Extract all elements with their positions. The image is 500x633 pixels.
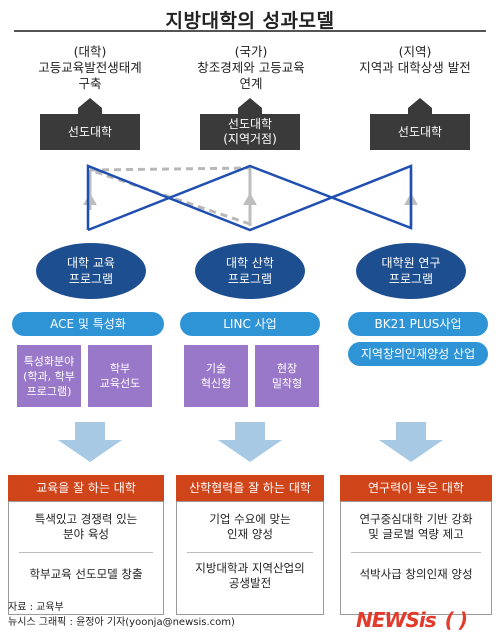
project-pill-bk21: BK21 PLUS사업 [348,312,488,336]
result-item: 학부교육 선도모델 창출 [9,553,163,582]
result-body: 연구중심대학 기반 강화 및 글로벌 역량 제고 석박사급 창의인재 양성 [340,501,492,615]
sub-box-field-close: 현장 밀착형 [255,345,319,407]
result-divider [351,552,481,553]
result-line: 석박사급 창의인재 양성 [359,567,473,581]
roof-shape [78,98,102,108]
roof-block [408,108,432,114]
sub-box-undergrad: 학부 교육선도 [88,345,152,407]
blue-connector [86,164,413,232]
sub-box-line: 현장 [276,362,298,375]
credit-text: 뉴시스 그래픽 : 윤정아 기자(yoonja@newsis.com) [8,617,235,628]
newsis-logo: NEWSis ( ) [356,608,468,632]
result-card-research: 연구력이 높은 대학 연구중심대학 기반 강화 및 글로벌 역량 제고 석박사급… [340,475,492,615]
project-pill-linc: LINC 사업 [180,312,320,336]
goal-university: (대학) 고등교육발전생태계 구축 [10,44,170,92]
program-line: 프로그램 [388,272,434,286]
sub-box-line: 특성화분야 [23,354,75,368]
down-arrow [218,422,282,462]
result-line: 및 글로벌 역량 제고 [368,527,464,541]
lead-university-box-1: 선도대학 [40,98,140,150]
sub-box-line: 기술 [205,362,227,375]
sub-box-tech-innovation: 기술 혁신형 [184,345,248,407]
roof-shape [408,98,432,108]
goal-line: 구축 [78,76,102,91]
result-card-education: 교육을 잘 하는 대학 특색있고 경쟁력 있는 분야 육성 학부교육 선도모델 … [8,475,164,615]
program-line: 프로그램 [227,272,273,286]
sub-box-line: 밀착형 [271,377,303,390]
sub-box-line: 프로그램) [26,384,72,398]
goal-line: 창조경제와 고등교육 [197,60,305,75]
footer: 자료 : 교육부 뉴시스 그래픽 : 윤정아 기자(yoonja@newsis.… [8,600,235,630]
sub-box-line: (학과, 학부 [23,369,75,383]
sub-box-specialization: 특성화분야 (학과, 학부 프로그램) [17,345,81,407]
program-line: 프로그램 [68,272,114,286]
program-oval-education: 대학 교육 프로그램 [36,243,146,299]
lead-university-line: 선도대학 [227,117,273,131]
roof-shape [238,98,262,108]
sub-box-line: 교육선도 [99,377,141,390]
result-item: 연구중심대학 기반 강화 및 글로벌 역량 제고 [341,502,491,542]
result-body: 기업 수요에 맞는 인재 양성 지방대학과 지역산업의 공생발전 [176,501,324,615]
roof-block [78,108,102,114]
down-arrow [379,422,443,462]
program-line: 대학원 연구 [381,256,441,270]
lead-university-label: 선도대학 [370,114,470,150]
result-body: 특색있고 경쟁력 있는 분야 육성 학부교육 선도모델 창출 [8,501,164,615]
result-item: 석박사급 창의인재 양성 [341,553,491,582]
program-oval-research: 대학원 연구 프로그램 [356,243,466,299]
result-line: 분야 육성 [63,527,109,541]
result-item: 지방대학과 지역산업의 공생발전 [177,553,323,591]
goal-line: 연계 [239,76,263,91]
result-divider [187,552,313,553]
result-line: 기업 수요에 맞는 [209,512,291,526]
program-line: 대학 교육 [67,256,115,270]
newsis-logo-text: NEWSis [356,608,437,632]
goal-tag: (지역) [398,44,432,59]
page-title: 지방대학의 성과모델 [165,10,335,32]
gray-arrowhead [83,193,97,205]
lead-university-line: (지역거점) [223,132,277,146]
goal-region: (지역) 지역과 대학상생 발전 [335,44,495,76]
result-heading: 산학협력을 잘 하는 대학 [176,475,324,501]
sub-box-line: 혁신형 [200,377,232,390]
result-line: 인재 양성 [227,527,273,541]
lead-university-label: 선도대학 [40,114,140,150]
result-item: 기업 수요에 맞는 인재 양성 [177,502,323,542]
lead-university-box-3: 선도대학 [370,98,470,150]
title-divider [14,30,486,32]
program-line: 대학 산학 [226,256,274,270]
result-line: 지방대학과 지역산업의 [195,561,305,575]
result-card-industry: 산학협력을 잘 하는 대학 기업 수요에 맞는 인재 양성 지방대학과 지역산업… [176,475,324,615]
result-heading: 연구력이 높은 대학 [340,475,492,501]
gray-arrowhead [243,193,257,205]
result-line: 특색있고 경쟁력 있는 [34,512,138,526]
goal-tag: (대학) [73,44,107,59]
down-arrow [58,422,122,462]
newsis-logo-paren: ( ) [444,608,468,632]
goal-nation: (국가) 창조경제와 고등교육 연계 [171,44,331,92]
result-divider [19,552,153,553]
result-line: 연구중심대학 기반 강화 [359,512,473,526]
lead-university-label: 선도대학 (지역거점) [200,114,300,150]
project-pill-ace: ACE 및 특성화 [12,312,164,336]
goal-line: 지역과 대학상생 발전 [359,60,471,75]
sub-box-line: 학부 [109,362,131,375]
program-oval-industry: 대학 산학 프로그램 [195,243,305,299]
goal-line: 고등교육발전생태계 [38,60,142,75]
result-line: 공생발전 [228,576,272,590]
lead-university-box-2: 선도대학 (지역거점) [200,98,300,150]
goal-tag: (국가) [234,44,268,59]
result-item: 특색있고 경쟁력 있는 분야 육성 [9,502,163,542]
roof-block [238,108,262,114]
result-heading: 교육을 잘 하는 대학 [8,475,164,501]
project-pill-regional-talent: 지역창의인재양성 산업 [348,342,488,366]
result-line: 학부교육 선도모델 창출 [29,567,143,581]
source-text: 자료 : 교육부 [8,602,64,613]
